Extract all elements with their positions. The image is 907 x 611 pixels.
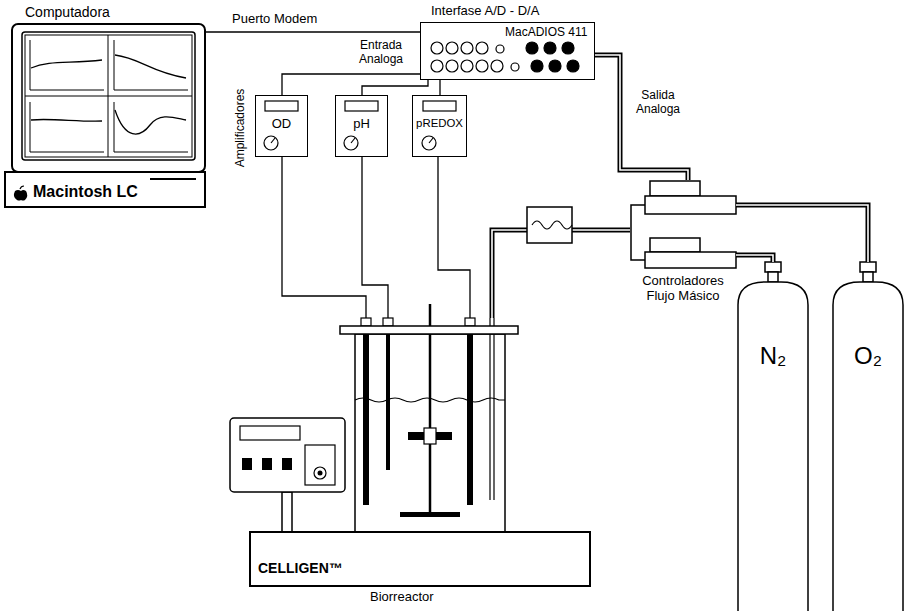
node-title: N₂ [738, 342, 808, 370]
gas-line [595, 55, 688, 180]
node-text: Macintosh LC [33, 183, 138, 201]
connector-line [736, 255, 773, 262]
amplifier-box: pREDOX [412, 95, 467, 157]
gas-line [736, 205, 868, 262]
node-title: CELLIGEN™ [258, 560, 343, 576]
mass-flow-controllers-drawing [631, 181, 736, 268]
connector-line [362, 80, 428, 95]
signal-wire [440, 80, 441, 95]
node-title: Interfase A/D - D/A [431, 3, 539, 18]
node-title: OD [256, 116, 307, 131]
connector-line [438, 157, 470, 318]
mass-flow-controllers: Controladores Flujo Másico [630, 180, 736, 304]
signal-wire [438, 157, 470, 318]
signal-wire [362, 157, 388, 318]
signal-label: Salida Analoga [628, 88, 688, 116]
computer-drawing [5, 24, 205, 207]
amplifier-box: OD [255, 95, 308, 157]
gas-cylinder: N₂ [738, 262, 808, 611]
port-label: Puerto Modem [232, 11, 317, 26]
computer: ComputadoraMacintosh LC [5, 4, 205, 207]
interface-indicators [431, 42, 579, 72]
node-text: Biorreactor [370, 589, 434, 604]
node-title: pREDOX [413, 117, 466, 129]
connector-line [439, 80, 440, 95]
connector-line [205, 31, 420, 32]
connector-line [595, 55, 688, 180]
connector-line [362, 157, 388, 318]
signal-wire [282, 157, 366, 318]
group-label: Amplificadores [233, 89, 247, 168]
node-title: Computadora [25, 4, 110, 20]
gas-filter [527, 207, 572, 243]
node-title: pH [336, 116, 387, 131]
connector-line [282, 157, 366, 318]
bioreactor-drawing [230, 304, 590, 586]
signal-wire [205, 32, 420, 33]
connector-line [736, 205, 868, 262]
node-text: MacADIOS 411 [505, 25, 587, 39]
interface-box: Interfase A/D - D/AMacADIOS 411 [420, 22, 595, 80]
gas-cylinder: O₂ [833, 262, 903, 611]
gas-cylinders-drawing [738, 262, 903, 611]
bioreactor: CELLIGEN™ Biorreactor [228, 318, 594, 606]
signal-label: Entrada Analoga [345, 38, 417, 66]
signal-wire [362, 80, 428, 95]
node-title: Controladores Flujo Másico [630, 273, 736, 303]
amplifier-box: pH [335, 95, 388, 157]
connector-line [282, 74, 420, 95]
connector-line [736, 205, 868, 262]
connector-line [595, 55, 688, 180]
signal-wire [282, 74, 420, 95]
gas-line [736, 255, 773, 262]
connector-line [736, 255, 773, 262]
node-title: O₂ [833, 342, 903, 370]
